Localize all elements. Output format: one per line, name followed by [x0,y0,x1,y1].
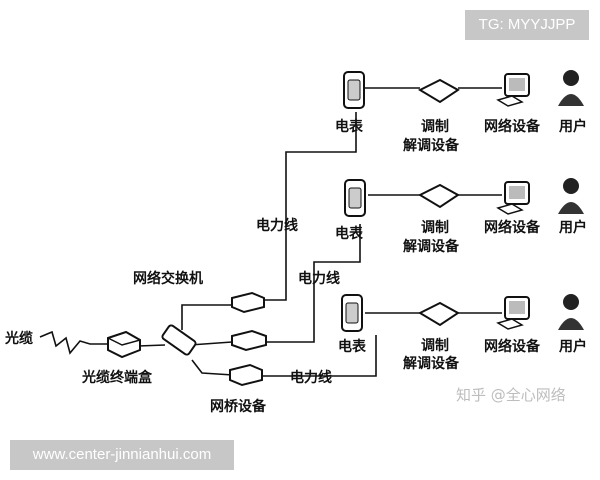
user-icon [558,178,584,214]
network-switch-icon [161,324,197,356]
computer-icon [496,73,530,107]
label-bridge: 网桥设备 [210,398,267,415]
label-user: 用户 [559,118,587,135]
label-powerline: 电力线 [256,217,298,234]
wires [39,87,502,377]
label-cable: 光缆 [4,330,33,347]
switch-port-device-icon [231,291,265,314]
bridge-device-icon [229,363,263,387]
user-icon [558,70,584,106]
label-meter: 电表 [335,118,364,135]
label-switch: 网络交换机 [133,270,203,287]
site-watermark: www.center-jinnianhui.com [10,440,234,470]
computer-icon [496,181,530,215]
label-terminal-box: 光缆终端盒 [81,369,153,386]
meter-icon [341,294,363,332]
label-modem: 解调设备 [403,355,460,372]
modem-icon [417,183,460,209]
modem-icon [417,78,460,104]
label-modem: 调制 [421,337,449,354]
label-modem: 解调设备 [403,238,460,255]
label-user: 用户 [559,219,587,236]
modem-icon [417,301,460,327]
meter-icon [344,179,366,217]
user-icon [558,294,584,330]
label-meter: 电表 [338,338,367,355]
label-meter: 电表 [335,225,364,242]
label-powerline: 电力线 [298,270,340,287]
label-user: 用户 [559,338,587,355]
label-powerline: 电力线 [290,369,332,386]
label-network-device: 网络设备 [484,338,541,355]
meter-icon [343,71,365,109]
label-network-device: 网络设备 [484,219,541,236]
label-modem: 调制 [421,118,449,135]
label-modem: 解调设备 [403,137,460,154]
computer-icon [496,296,530,330]
switch-port-device-icon [231,329,267,352]
fiber-terminal-box-icon [107,330,141,359]
zhihu-watermark: 知乎 @全心网络 [456,386,566,404]
label-network-device: 网络设备 [484,118,541,135]
label-modem: 调制 [421,219,449,236]
tg-watermark: TG: MYYJJPP [465,10,589,40]
